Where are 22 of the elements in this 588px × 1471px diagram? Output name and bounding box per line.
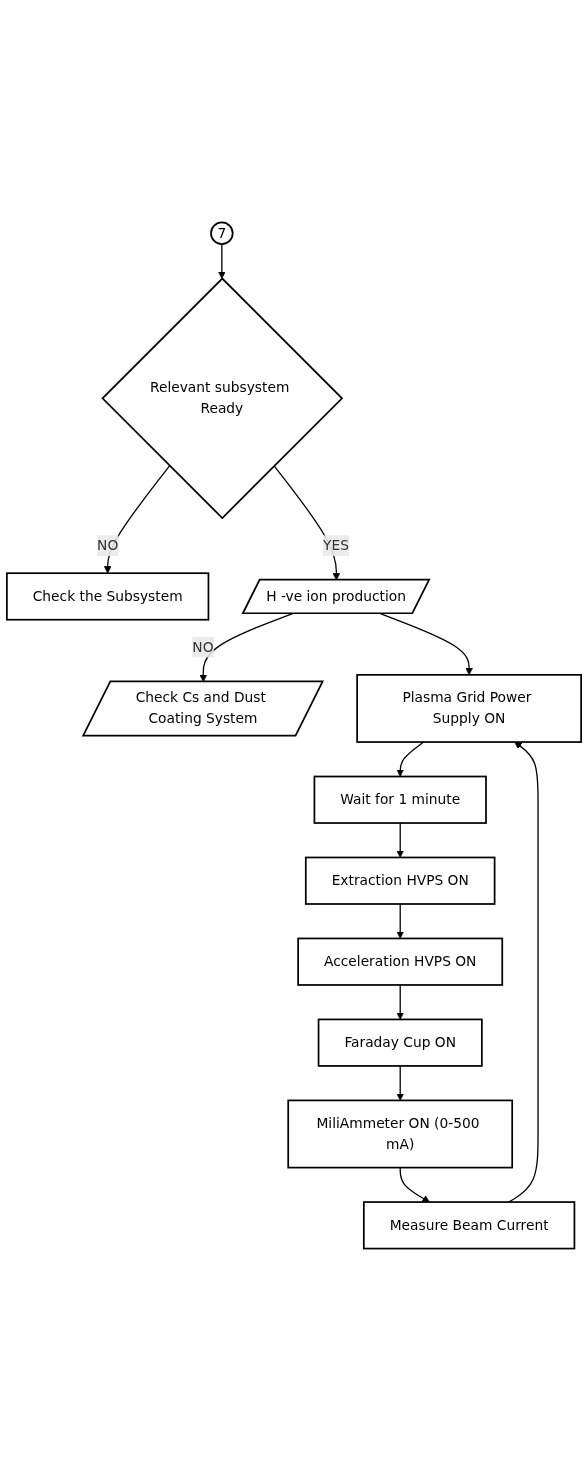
node-box: Extraction HVPS ON: [304, 856, 496, 905]
edge-label: NO: [97, 537, 119, 554]
edge-label: YES: [323, 537, 349, 554]
node-box: MiliAmmeter ON (0-500 mA): [287, 1099, 514, 1169]
node-box: Plasma Grid Power Supply ON: [356, 674, 582, 743]
arrow: [508, 741, 539, 1203]
node-circle: 7: [210, 221, 234, 245]
node-box: Acceleration HVPS ON: [297, 937, 504, 986]
arrow: [396, 822, 404, 858]
node-box: Faraday Cup ON: [317, 1018, 483, 1067]
edge-label: NO: [192, 638, 214, 656]
node-box: Wait for 1 minute: [313, 775, 487, 824]
node-box: Check the Subsystem: [6, 572, 210, 621]
node-box: Measure Beam Current: [362, 1201, 576, 1250]
arrow: [396, 903, 404, 939]
arrow: [396, 1065, 404, 1101]
arrow: [396, 984, 404, 1020]
arrow: [396, 741, 425, 777]
arrow: [103, 465, 171, 574]
arrow: [399, 1166, 430, 1203]
arrow: [218, 243, 226, 279]
node-diamond: Relevant subsystem Ready: [101, 277, 344, 520]
